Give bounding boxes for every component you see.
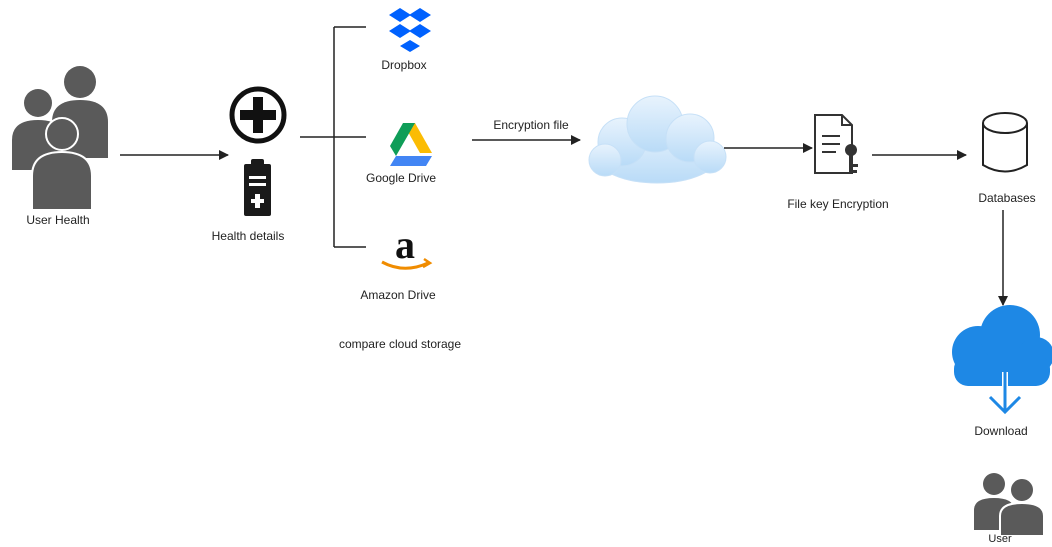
label-dropbox: Dropbox: [381, 58, 427, 72]
amazon-icon: a: [381, 222, 433, 270]
label-health-details: Health details: [211, 229, 285, 243]
cloud-icon: [588, 95, 727, 184]
label-compare-cloud-storage: compare cloud storage: [338, 337, 462, 351]
label-download: Download: [974, 424, 1028, 438]
user-group-icon-bottom: [974, 473, 1045, 537]
label-encryption-file: Encryption file: [493, 118, 569, 132]
label-file-key-encryption: File key Encryption: [787, 197, 889, 211]
label-user-health: User Health: [26, 213, 90, 227]
branch-connector: [300, 26, 366, 248]
medical-cross-clipboard-icon: [229, 86, 287, 216]
label-google-drive: Google Drive: [365, 171, 437, 185]
users-group-icon: [12, 66, 108, 211]
google-drive-icon: [390, 123, 432, 166]
file-key-icon: [814, 114, 858, 174]
label-amazon-drive: Amazon Drive: [360, 288, 436, 302]
label-databases: Databases: [978, 191, 1036, 205]
cloud-download-icon: [952, 305, 1052, 415]
svg-text:a: a: [395, 222, 415, 267]
database-icon: [982, 112, 1028, 173]
dropbox-icon: [389, 8, 431, 52]
label-user: User: [988, 533, 1012, 545]
